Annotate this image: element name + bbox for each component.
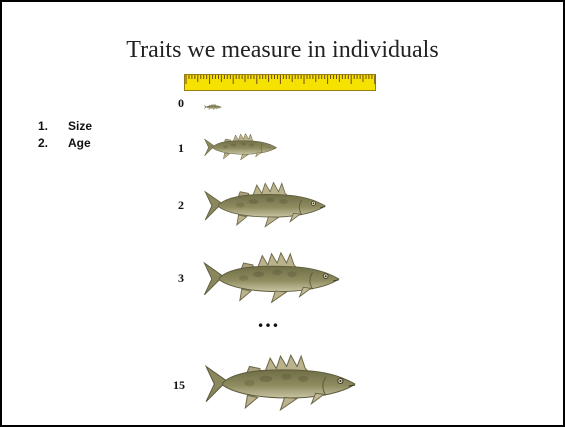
age-label: 1	[178, 141, 184, 155]
ellipsis: …	[257, 308, 281, 332]
trait-item: 2.Age	[38, 135, 92, 152]
age-label: 15	[173, 378, 185, 392]
trait-number: 2.	[38, 135, 68, 152]
age-label: 2	[178, 198, 184, 212]
walleye-fish-icon	[204, 352, 359, 414]
walleye-fish-icon	[203, 132, 279, 162]
trait-item: 1.Size	[38, 118, 92, 135]
trait-label: Age	[68, 136, 91, 150]
age-label: 3	[178, 271, 184, 285]
walleye-fish-icon	[202, 180, 330, 230]
trait-number: 1.	[38, 118, 68, 135]
traits-list: 1.Size 2.Age	[38, 118, 92, 152]
walleye-fish-icon	[204, 98, 222, 106]
ruler-icon	[184, 74, 376, 96]
trait-label: Size	[68, 119, 92, 133]
age-label: 0	[178, 96, 184, 110]
walleye-fish-icon	[201, 250, 344, 306]
slide-title: Traits we measure in individuals	[2, 36, 563, 64]
